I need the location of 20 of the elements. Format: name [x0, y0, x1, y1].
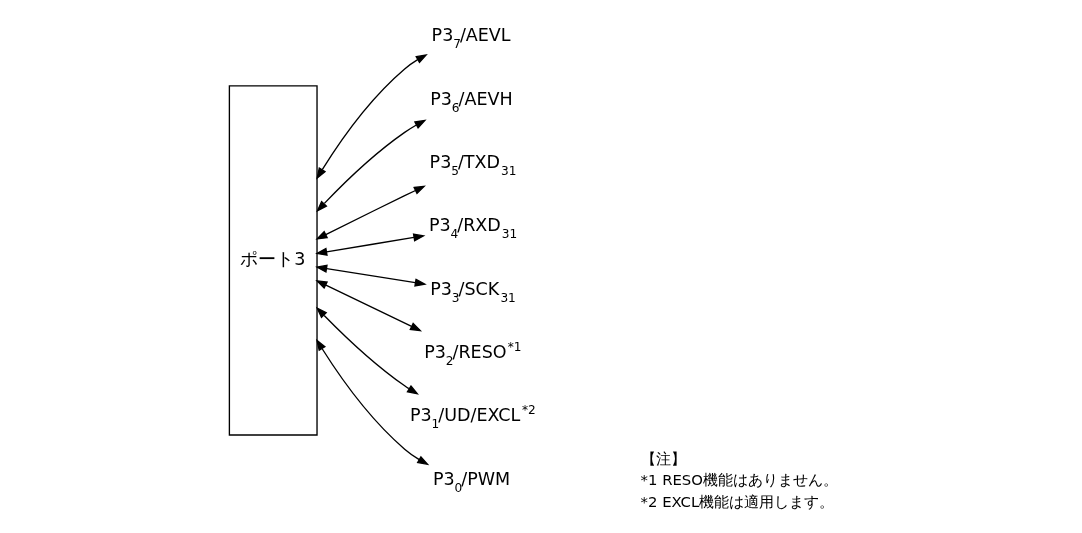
arrow	[315, 306, 419, 395]
label: *2 EXCL機能は適用します。	[640, 492, 834, 510]
node-text: P3$_{5}$/TXD$_{31}$	[429, 151, 516, 178]
arrow	[314, 280, 422, 332]
node-text: P3$_{7}$/AEVL	[431, 25, 511, 52]
arrow	[315, 53, 428, 180]
arrow	[315, 338, 429, 466]
arrow	[314, 185, 426, 240]
arrow	[314, 264, 427, 287]
node-text: P3$_{2}$/RESO$^{*1}$	[423, 340, 522, 369]
node-text: P3$_{3}$/SCK$_{31}$	[429, 278, 516, 305]
node-text: P3$_{4}$/RXD$_{31}$	[428, 215, 517, 242]
label: 【注】	[640, 449, 686, 467]
arrow	[314, 233, 425, 256]
label: *1 RESO機能はありません。	[640, 471, 838, 489]
node-text: P3$_{6}$/AEVH	[429, 88, 513, 115]
node-text: P3$_{0}$/PWM	[432, 468, 510, 495]
node-box: ポート3	[228, 85, 318, 436]
arrow	[315, 119, 427, 213]
node-text: P3$_{1}$/UD/EXCL$^{*2}$	[409, 403, 536, 432]
